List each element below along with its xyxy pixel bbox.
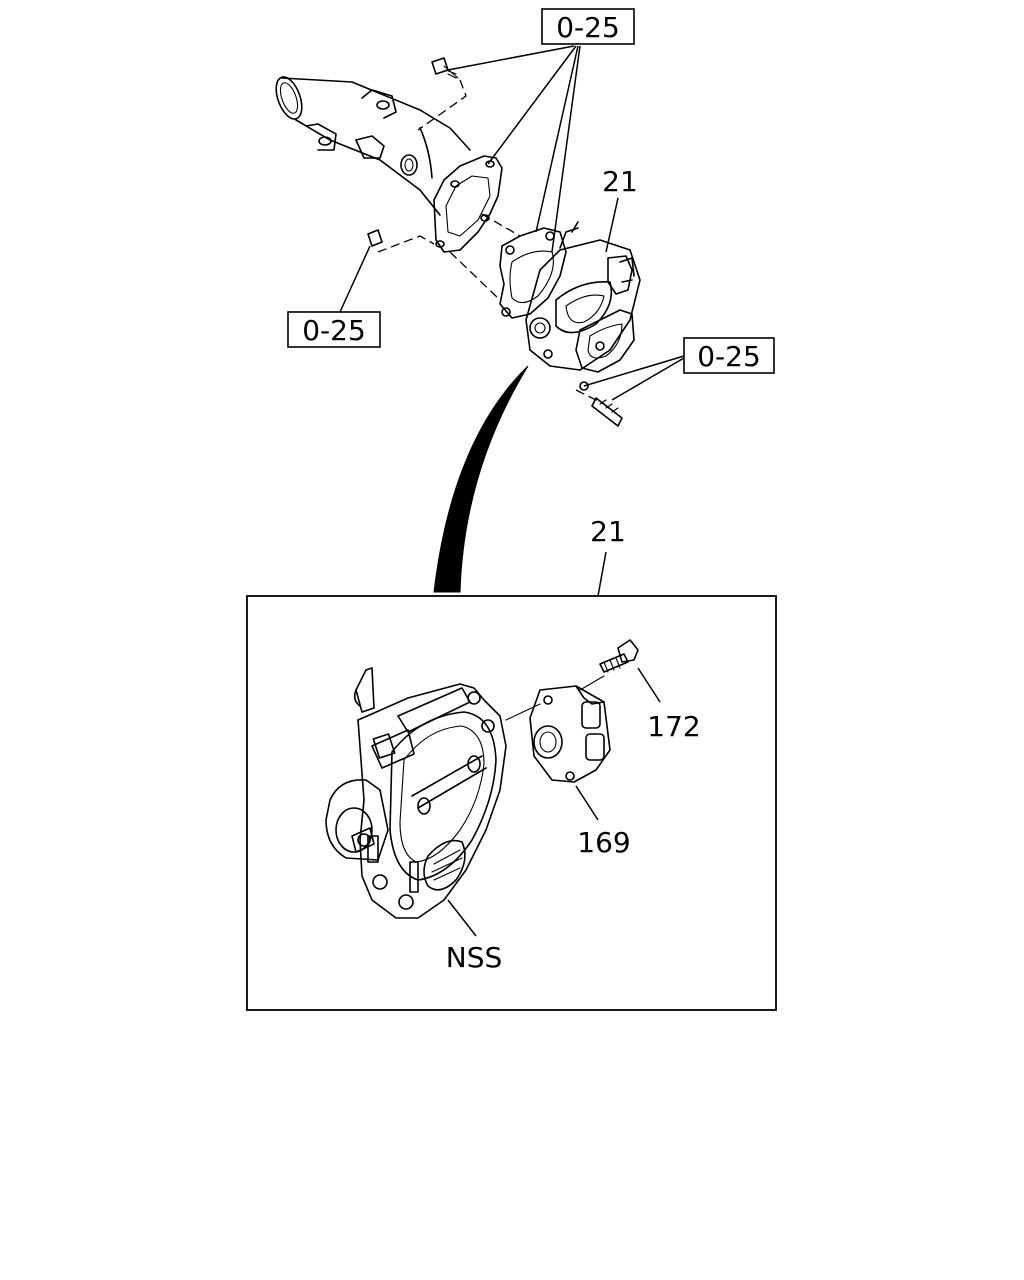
leader-21-detail [597, 551, 607, 597]
dash-stud-line [575, 389, 605, 405]
dash-nut-line [377, 235, 435, 253]
leader-ref-right-1 [583, 355, 685, 387]
screw-172 [599, 639, 639, 673]
ref-box-right: 0-25 [683, 337, 775, 374]
svg-text:0-25: 0-25 [302, 314, 366, 347]
leader-ref-top-1 [447, 45, 575, 71]
part-label-21-top: 21 [602, 165, 638, 198]
dash-screw-line [579, 675, 605, 691]
gasket [499, 227, 567, 319]
leader-ref-top-4 [551, 45, 581, 253]
dash-pipe-line [449, 251, 501, 301]
dash-sensor-line [505, 703, 541, 721]
nut-left [367, 229, 383, 247]
svg-text:0-25: 0-25 [556, 11, 620, 44]
throttle-body-detail [325, 667, 507, 919]
svg-text:0-25: 0-25 [697, 340, 761, 373]
throttle-body-top [525, 221, 641, 391]
bolt-top [431, 57, 459, 79]
detail-frame [246, 595, 777, 1011]
leader-nss [447, 899, 477, 937]
intake-pipe [275, 76, 503, 253]
part-label-169: 169 [577, 826, 630, 859]
part-label-172: 172 [647, 710, 700, 743]
leader-172 [637, 667, 661, 703]
dash-pipe-line-2 [481, 213, 521, 237]
leader-ref-left [339, 245, 371, 313]
ref-box-top: 0-25 [541, 8, 635, 45]
leader-169 [575, 785, 599, 821]
ref-box-left: 0-25 [287, 311, 381, 348]
leader-ref-top-3 [535, 45, 579, 233]
dash-bolt-line [417, 79, 467, 131]
stud-bolt [591, 397, 623, 427]
part-label-nss: NSS [446, 941, 503, 974]
part-label-21-detail: 21 [590, 515, 626, 548]
detail-pointer-arrow [433, 365, 529, 593]
leader-ref-right-2 [611, 357, 685, 401]
throttle-position-sensor [529, 685, 611, 783]
leader-21-top [605, 197, 619, 253]
leader-ref-top-2 [487, 45, 577, 165]
